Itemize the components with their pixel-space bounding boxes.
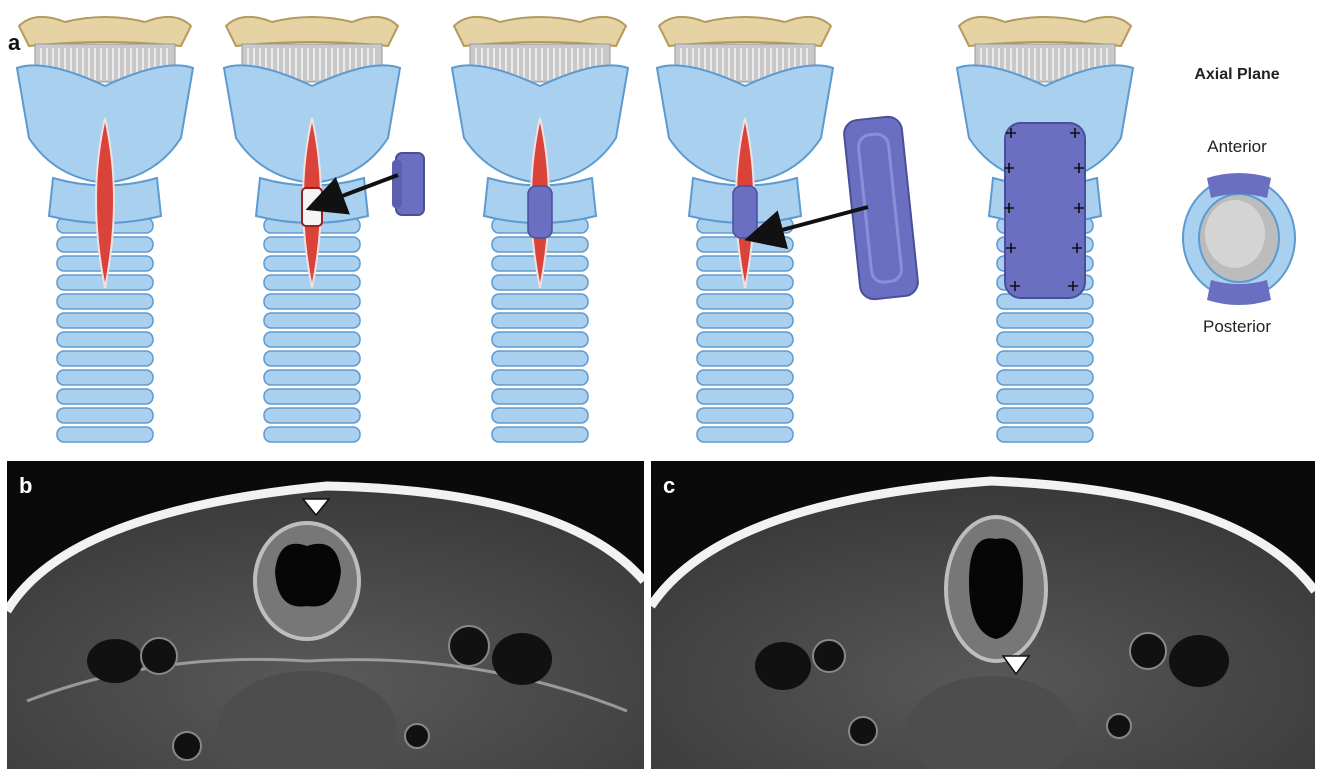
mri-panel-c: c bbox=[651, 461, 1315, 769]
anterior-label: Anterior bbox=[1162, 137, 1312, 157]
panel-a-illustration: a Axial Plane Anterior bbox=[0, 0, 1322, 450]
large-cartilage-graft bbox=[843, 115, 919, 300]
axial-plane-title: Axial Plane bbox=[1162, 66, 1312, 84]
posterior-label: Posterior bbox=[1162, 317, 1312, 337]
small-cartilage-graft bbox=[392, 153, 424, 215]
panel-label-b: b bbox=[19, 473, 32, 499]
arrow-large-graft bbox=[752, 207, 868, 238]
axial-cross-section bbox=[1180, 168, 1298, 308]
mri-panel-b: b bbox=[7, 461, 644, 769]
mri-image-c bbox=[651, 461, 1315, 769]
axial-plane-diagram: Axial Plane Anterior Posterior bbox=[1162, 60, 1322, 360]
arrow-small-graft bbox=[313, 175, 398, 207]
mri-image-b bbox=[7, 461, 644, 769]
panel-label-c: c bbox=[663, 473, 675, 499]
graft-overlay bbox=[0, 0, 1160, 450]
